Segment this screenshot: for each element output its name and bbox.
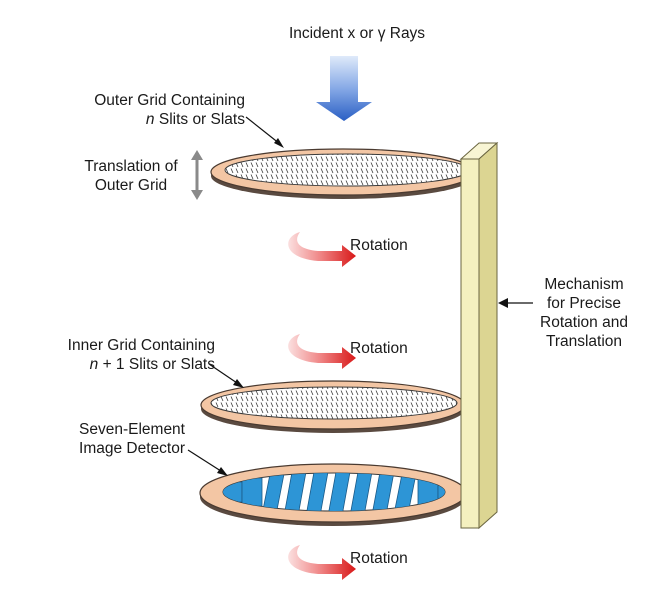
incident-rays-label: Incident x or γ Rays: [288, 25, 426, 42]
rotation-arrow-1: [288, 232, 356, 267]
outer-grid-slats: [225, 154, 469, 186]
outer-grid-label: Outer Grid Containing n Slits or Slats: [94, 92, 245, 128]
rotation-label-3: Rotation: [350, 550, 408, 567]
inner-grid-label: Inner Grid Containing n + 1 Slits or Sla…: [67, 337, 215, 373]
image-detector: [199, 463, 467, 526]
outer-grid: [210, 148, 476, 199]
translation-arrow: [191, 150, 203, 200]
rotation-arrow-3: [288, 545, 356, 580]
leader-outer-grid: [245, 116, 281, 145]
detector-elements: [223, 473, 445, 511]
mechanism-label: Mechanism for Precise Rotation and Trans…: [540, 276, 628, 350]
leader-detector: [187, 449, 225, 474]
incident-ray-arrow: [316, 56, 372, 121]
rotation-arrow-2: [288, 334, 356, 369]
detector-label: Seven-Element Image Detector: [79, 421, 185, 457]
translation-label: Translation of Outer Grid: [84, 158, 178, 194]
rotation-label-2: Rotation: [350, 340, 408, 357]
leader-lines: [187, 116, 533, 476]
rotation-label-1: Rotation: [350, 237, 408, 254]
leader-inner-grid: [208, 363, 241, 386]
inner-grid: [200, 380, 466, 433]
mechanism-post: [459, 141, 499, 530]
inner-grid-slats: [211, 387, 457, 419]
